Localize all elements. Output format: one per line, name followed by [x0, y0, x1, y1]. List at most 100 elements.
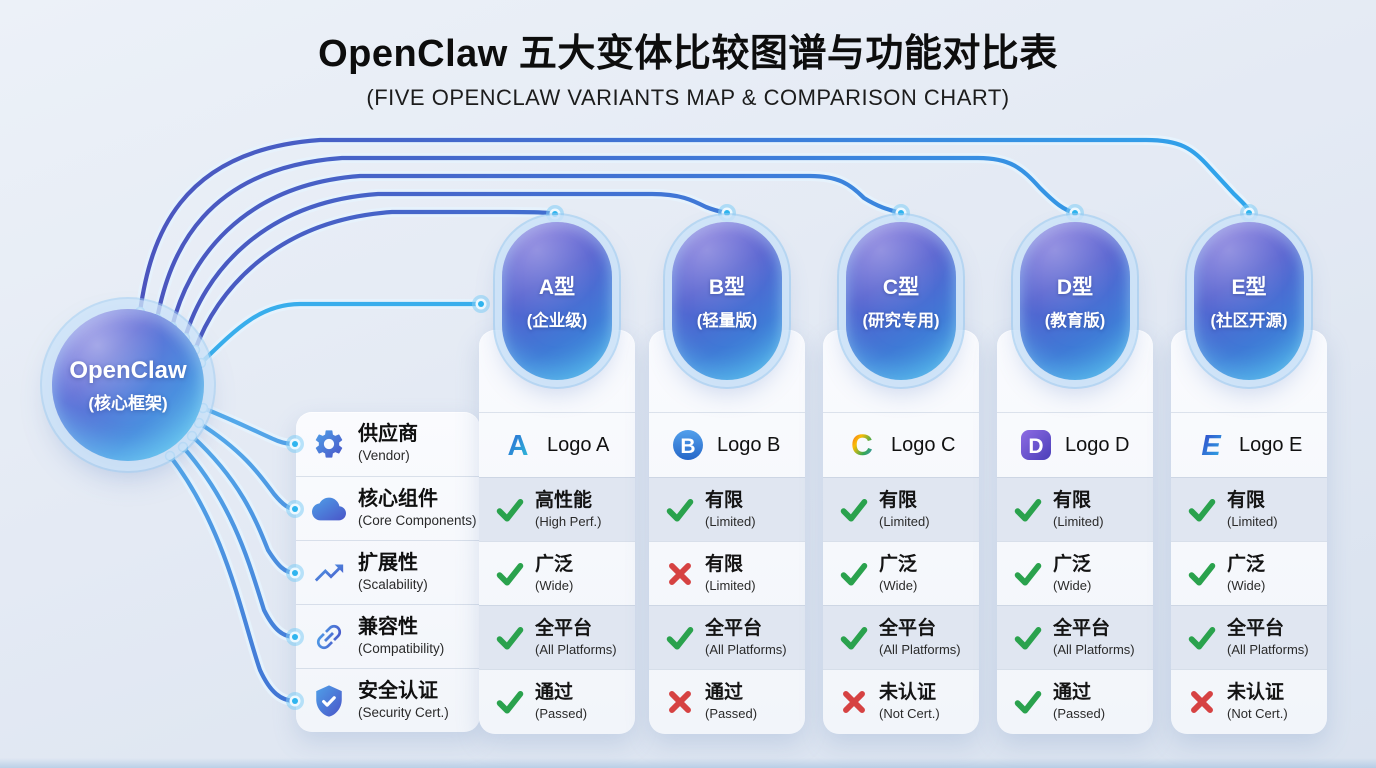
cell-subvalue: (Wide) [879, 577, 918, 593]
table-cell: 广泛 (Wide) [479, 541, 635, 605]
cell-subvalue: (Wide) [535, 577, 574, 593]
vendor-cell: E Logo E [1171, 413, 1327, 477]
check-icon [496, 562, 524, 586]
variant-name: A型 [538, 276, 576, 299]
trend-up-arrow-icon [312, 556, 346, 590]
status-mark-icon [665, 623, 695, 653]
variant-column-c: C Logo C 有限(Limited) 广泛(Wide) [823, 330, 979, 734]
status-mark-icon [839, 559, 869, 589]
cell-subvalue: (Wide) [1227, 577, 1266, 593]
variant-node-e: E型 (社区开源) [1194, 222, 1304, 380]
connector-endpoint-dots [286, 204, 1258, 710]
variant-subtitle: (企业级) [526, 312, 588, 330]
variant-name: B型 [708, 276, 746, 299]
feature-sublabel: (Security Cert.) [358, 704, 449, 720]
vendor-label: Logo E [1239, 433, 1303, 456]
cell-value: 未认证 [879, 681, 937, 703]
variant-column-d: D Logo D 有限(Limited) 广泛(Wide) [997, 330, 1153, 734]
status-mark-icon [839, 623, 869, 653]
table-cell: 有限(Limited) [649, 541, 805, 605]
cell-subvalue: (Passed) [535, 705, 588, 721]
title-block: OpenClaw 五大变体比较图谱与功能对比表 (FIVE OPENCLAW V… [0, 22, 1376, 111]
bottom-edge-shade [0, 758, 1376, 768]
cell-subvalue: (Limited) [705, 513, 756, 529]
vendor-cell: D Logo D [997, 413, 1153, 477]
cell-value: 有限 [705, 553, 744, 575]
feature-label: 核心组件 [358, 487, 438, 510]
status-mark-icon [1187, 559, 1217, 589]
status-mark-icon [1013, 687, 1043, 717]
cross-icon [669, 562, 691, 585]
feature-sublabel: (Vendor) [358, 448, 410, 464]
cell-value: 有限 [1053, 489, 1092, 511]
status-mark-icon [1187, 687, 1217, 717]
cell-value: 通过 [1053, 681, 1092, 703]
check-icon [496, 498, 524, 522]
check-icon [1188, 562, 1216, 586]
vendor-cell: C Logo C [823, 413, 979, 477]
feature-sublabel: (Compatibility) [358, 640, 445, 656]
feature-sublabel: (Scalability) [358, 576, 428, 592]
table-cell: 全平台(All Platforms) [479, 605, 635, 669]
logo-c-icon: C [845, 428, 879, 462]
cell-value: 广泛 [1053, 553, 1092, 575]
check-icon [496, 690, 524, 714]
table-cell: 广泛 (Wide) [823, 541, 979, 605]
cell-value: 广泛 [879, 553, 918, 575]
cell-value: 全平台 [1227, 617, 1285, 639]
table-cell: 有限(Limited) [1171, 477, 1327, 541]
status-mark-icon [1187, 623, 1217, 653]
svg-text:C: C [851, 429, 873, 462]
cell-subvalue: (Limited) [1227, 513, 1278, 529]
cell-value: 通过 [705, 681, 744, 703]
svg-text:D: D [1028, 435, 1043, 458]
cell-subvalue: (High Perf.) [535, 513, 602, 529]
check-icon [840, 498, 868, 522]
status-mark-icon [1187, 495, 1217, 525]
cell-value: 全平台 [879, 617, 937, 639]
cell-subvalue: (Not Cert.) [1227, 705, 1288, 721]
table-cell: 通过(Passed) [479, 669, 635, 733]
vendor-label: Logo A [547, 433, 610, 456]
check-icon [840, 562, 868, 586]
vendor-label: Logo B [717, 433, 781, 456]
status-mark-icon [665, 495, 695, 525]
gear-icon [312, 427, 346, 461]
table-cell: 通过(Passed) [649, 669, 805, 733]
variant-node-a: A型 (企业级) [502, 222, 612, 380]
cell-value: 广泛 [535, 553, 574, 575]
page-subtitle: (FIVE OPENCLAW VARIANTS MAP & COMPARISON… [366, 85, 1010, 110]
check-icon [666, 498, 694, 522]
status-mark-icon [839, 495, 869, 525]
vendor-cell: B Logo B [649, 413, 805, 477]
status-mark-icon [495, 687, 525, 717]
cell-value: 未认证 [1227, 681, 1285, 703]
shield-check-icon [312, 684, 346, 718]
chain-link-icon [312, 620, 346, 654]
cell-subvalue: (All Platforms) [1053, 641, 1135, 657]
variant-subtitle: (轻量版) [696, 312, 758, 330]
status-mark-icon [1013, 623, 1043, 653]
cell-value: 全平台 [535, 617, 593, 639]
cell-subvalue: (Not Cert.) [879, 705, 940, 721]
table-cell: 全平台(All Platforms) [997, 605, 1153, 669]
cell-subvalue: (Limited) [879, 513, 930, 529]
feature-row-compatibility: 兼容性 (Compatibility) [296, 604, 480, 668]
table-cell: 通过(Passed) [997, 669, 1153, 733]
status-mark-icon [665, 559, 695, 589]
page-title: OpenClaw 五大变体比较图谱与功能对比表 [318, 33, 1058, 75]
cloud-icon [312, 492, 346, 526]
check-icon [1188, 498, 1216, 522]
variant-name: C型 [882, 276, 920, 299]
feature-label: 兼容性 [358, 615, 418, 638]
variant-subtitle: (社区开源) [1210, 312, 1288, 330]
cell-subvalue: (All Platforms) [705, 641, 787, 657]
core-node-subtitle: (核心框架) [88, 393, 168, 413]
feature-label: 安全认证 [358, 679, 438, 702]
variant-node-c: C型 (研究专用) [846, 222, 956, 380]
check-icon [840, 626, 868, 650]
feature-sublabel: (Core Components) [358, 512, 477, 528]
cell-subvalue: (Wide) [1053, 577, 1092, 593]
